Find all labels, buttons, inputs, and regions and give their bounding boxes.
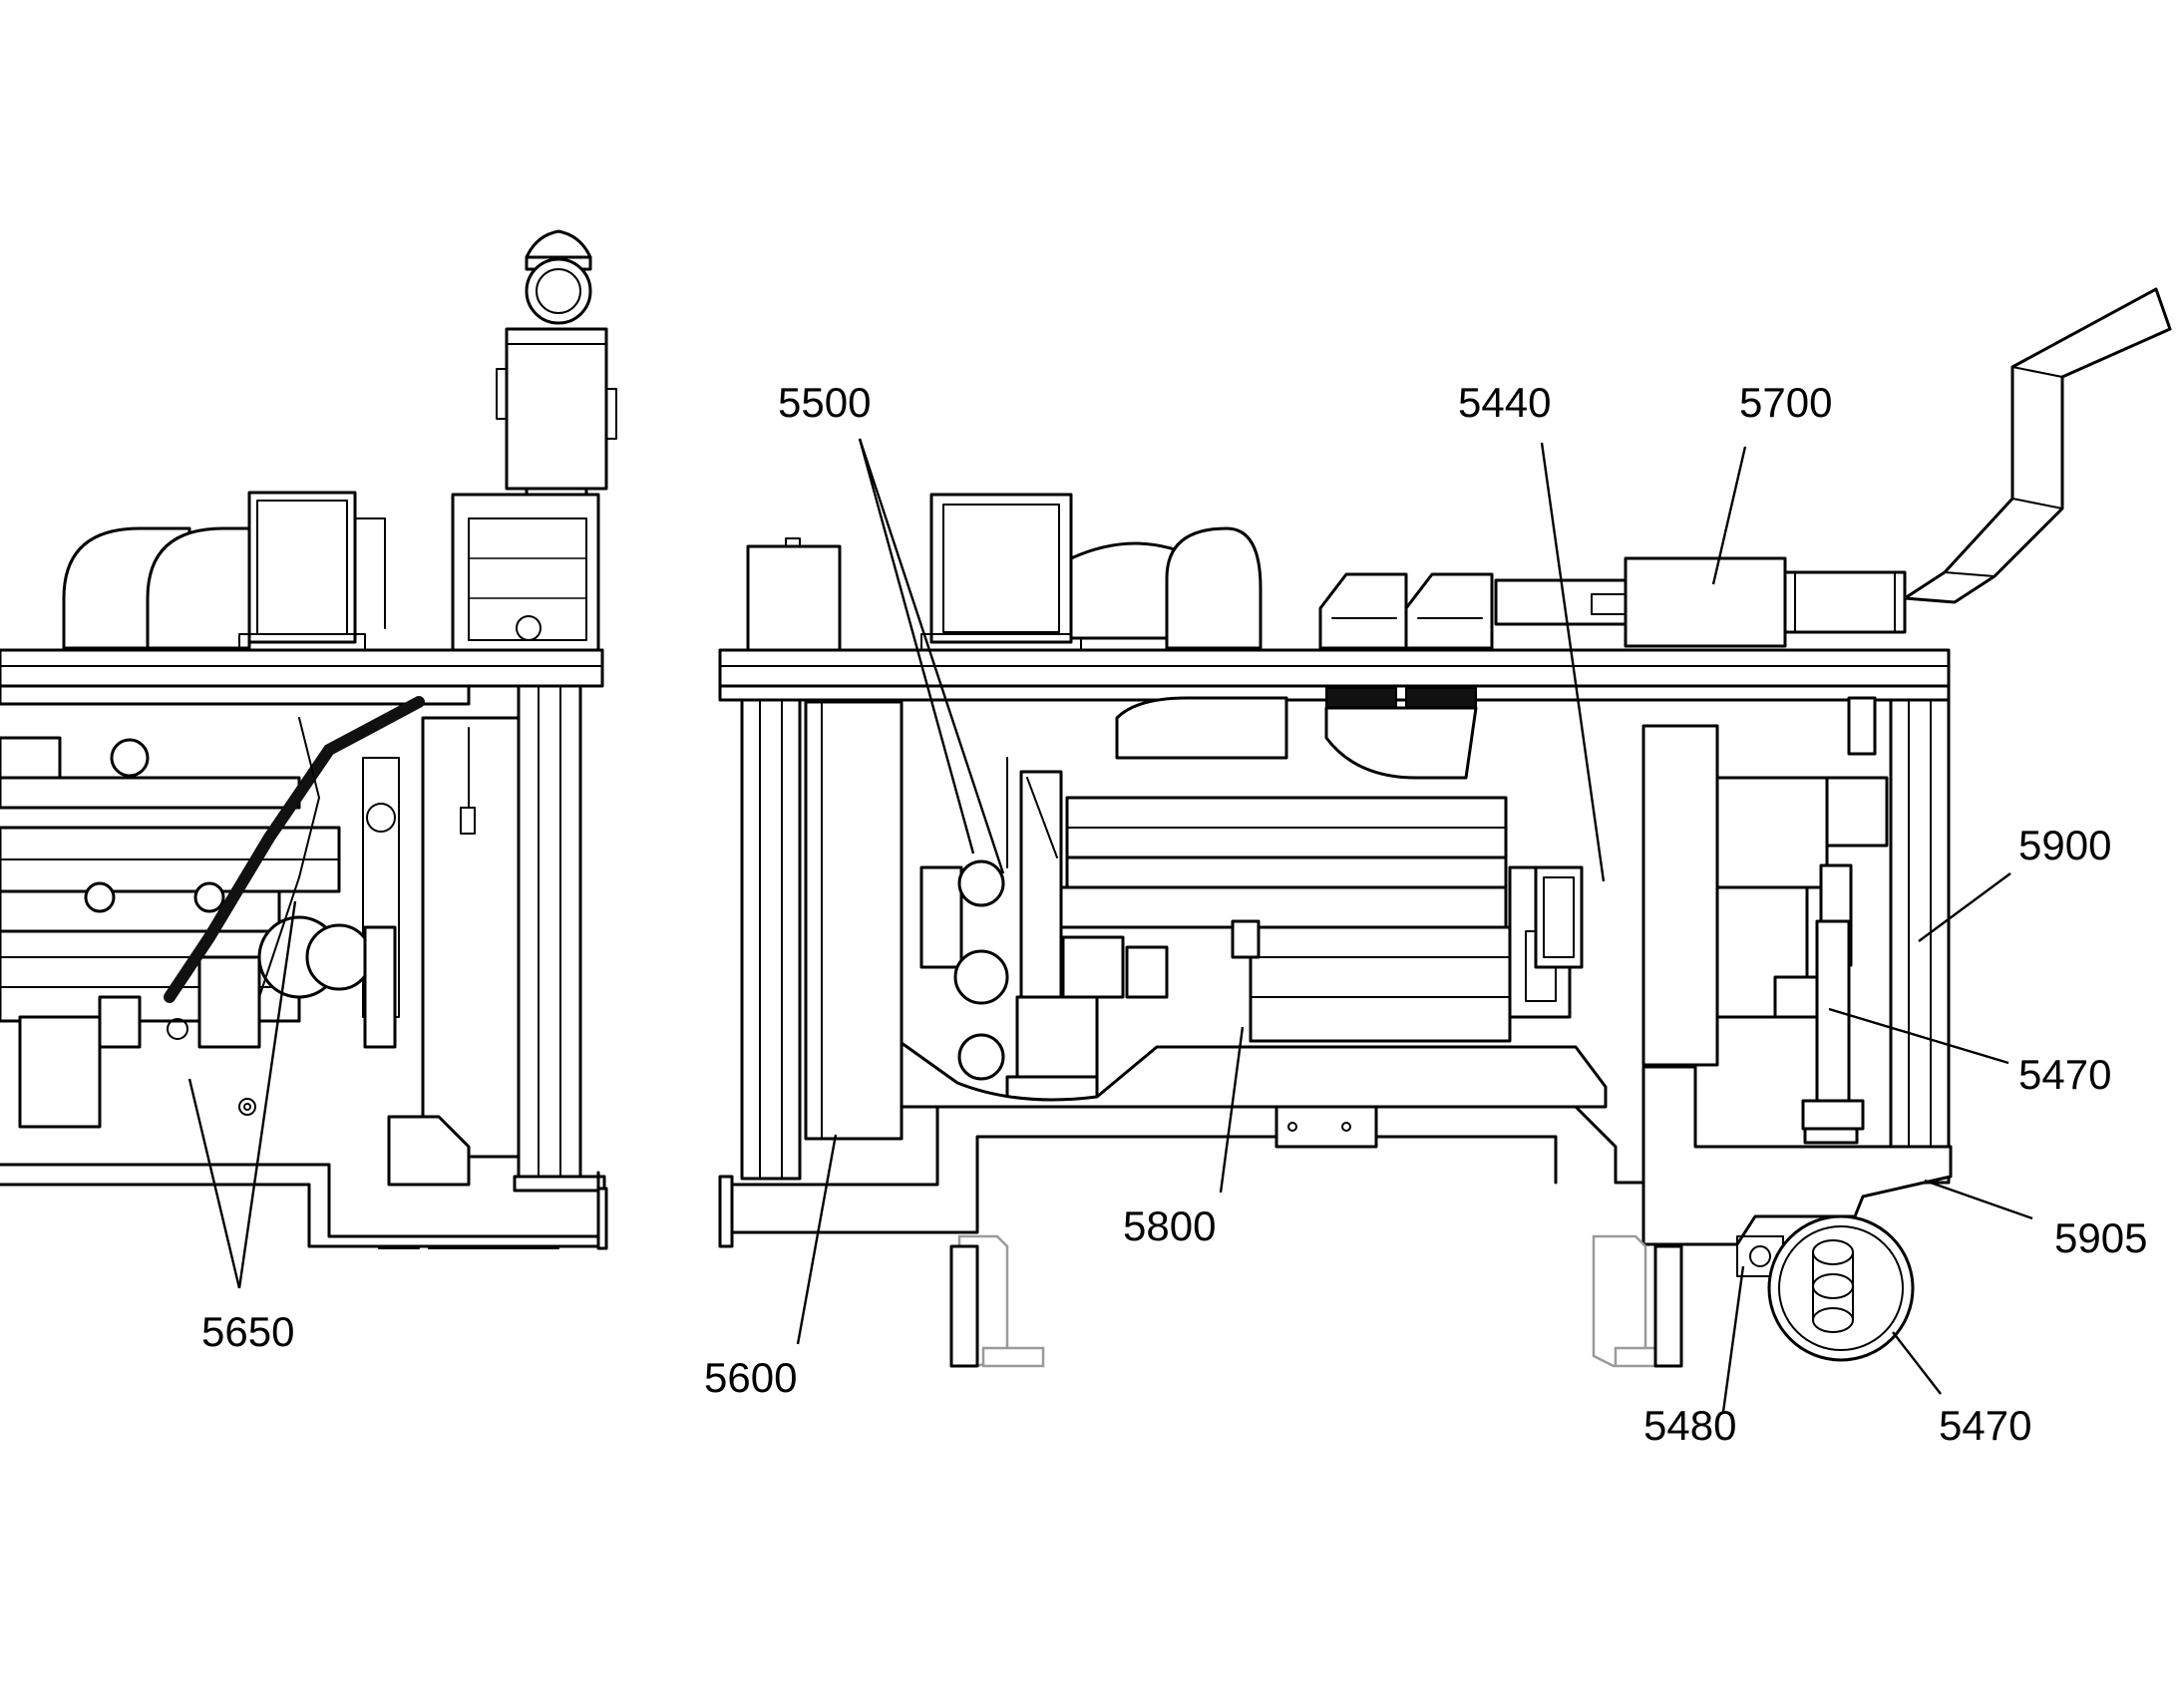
- callout-5900: 5900: [2018, 822, 2111, 868]
- callout-5600: 5600: [704, 1354, 797, 1401]
- callout-5470-lower: 5470: [1939, 1402, 2031, 1449]
- leader-lines: [187, 438, 2033, 1413]
- wiring-harness: [164, 696, 425, 1003]
- callout-5905: 5905: [2054, 1214, 2147, 1261]
- exhaust-stack: [1903, 287, 2172, 604]
- left-engine-block: [0, 736, 397, 1129]
- muffler: [1494, 556, 1907, 648]
- radiator: [804, 700, 904, 1141]
- callout-5650: 5650: [201, 1308, 294, 1355]
- right-engine-assembly: [718, 287, 2172, 1368]
- exhaust-outlet: [1767, 1214, 1915, 1362]
- callout-5800: 5800: [1123, 1202, 1216, 1249]
- callout-5470-upper: 5470: [2018, 1051, 2111, 1098]
- callout-5500: 5500: [778, 379, 871, 426]
- callout-5480: 5480: [1643, 1402, 1736, 1449]
- left-engine-assembly: [0, 229, 617, 1250]
- right-engine-block: [919, 696, 1572, 1109]
- callout-5440: 5440: [1458, 379, 1551, 426]
- callout-labels: 5500 5440 5700 5900 5470 5905 5800 5650 …: [201, 379, 2147, 1449]
- callout-5700: 5700: [1739, 379, 1832, 426]
- air-filter: [496, 229, 617, 501]
- control-box: [746, 544, 842, 654]
